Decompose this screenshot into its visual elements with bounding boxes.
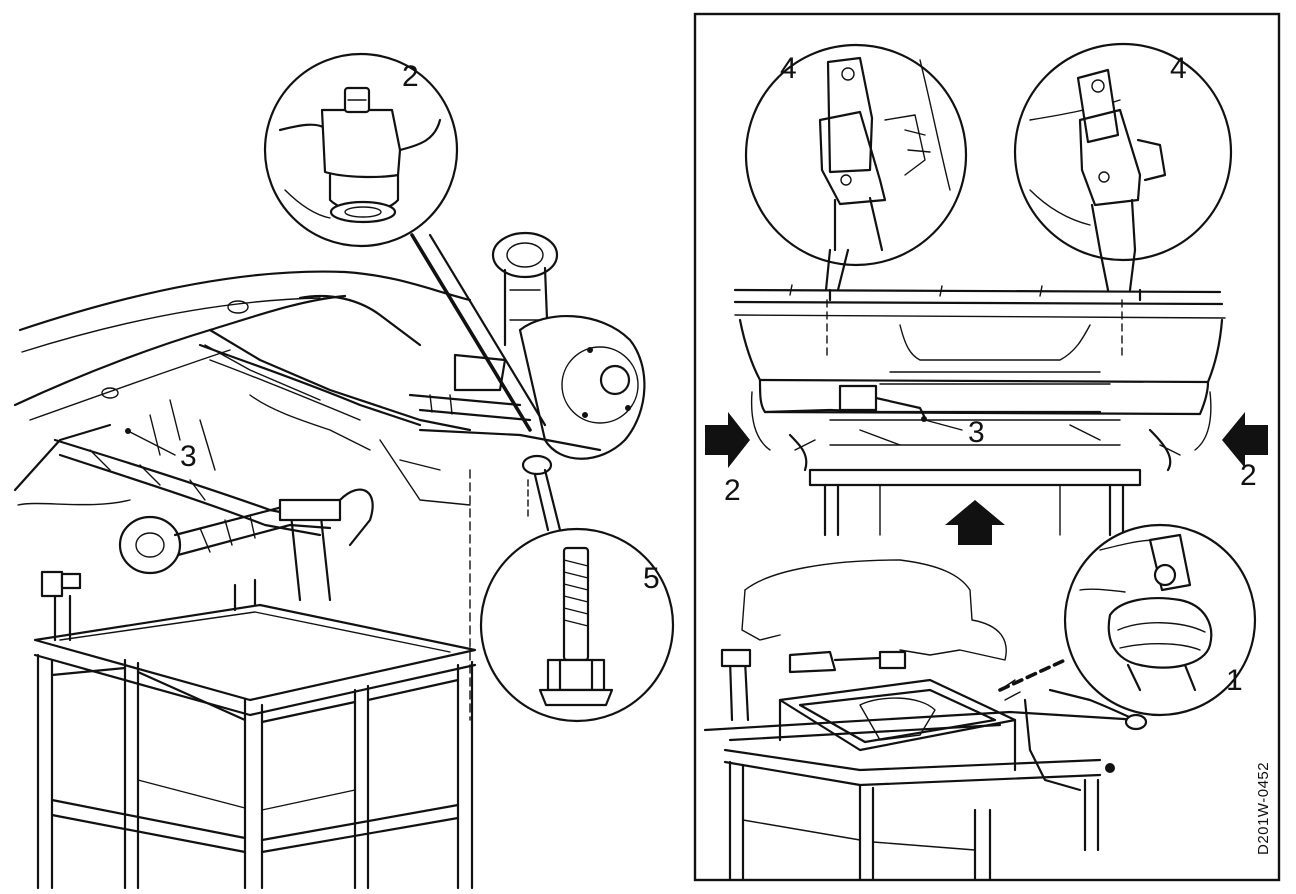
wheel-hub-assembly: [408, 231, 646, 460]
arrow-right-pointer: [1222, 412, 1268, 468]
detail-circle-mount-bushing: [998, 523, 1257, 717]
detail-circle-bolt: [479, 454, 675, 723]
callout-detail-a: 2: [402, 60, 419, 93]
transmission-jack-stand: [33, 570, 477, 890]
callout-detail-bottom: 1: [1226, 664, 1243, 697]
engine-subframe-assembly: [703, 559, 1148, 882]
callout-detail-b: 5: [643, 562, 660, 595]
arrow-left-pointer: [705, 412, 750, 468]
right-panel: 4 4 3 2 2 1 D201W-0452: [693, 12, 1281, 882]
arrow-up-pointer: [945, 500, 1005, 545]
underbody-side-view: [733, 284, 1226, 537]
figure-code: D201W-0452: [1255, 762, 1272, 855]
callout-detail-right: 4: [1170, 52, 1187, 85]
callout-detail-left: 4: [780, 52, 797, 85]
callout-support: 3: [968, 416, 985, 449]
callout-crossmember: 3: [180, 440, 197, 473]
detail-circle-left-mount: [744, 43, 968, 292]
vehicle-underbody: [13, 270, 472, 506]
detail-circle-right-mount: [1013, 42, 1233, 292]
steering-gear-assembly: [118, 488, 374, 602]
detail-circle-upper-mount: [263, 52, 547, 432]
left-panel: 2 3 5: [13, 52, 675, 890]
front-crossmember: [53, 343, 422, 537]
callout-arrow-left: 2: [724, 474, 741, 507]
callout-arrow-right: 2: [1240, 459, 1257, 492]
